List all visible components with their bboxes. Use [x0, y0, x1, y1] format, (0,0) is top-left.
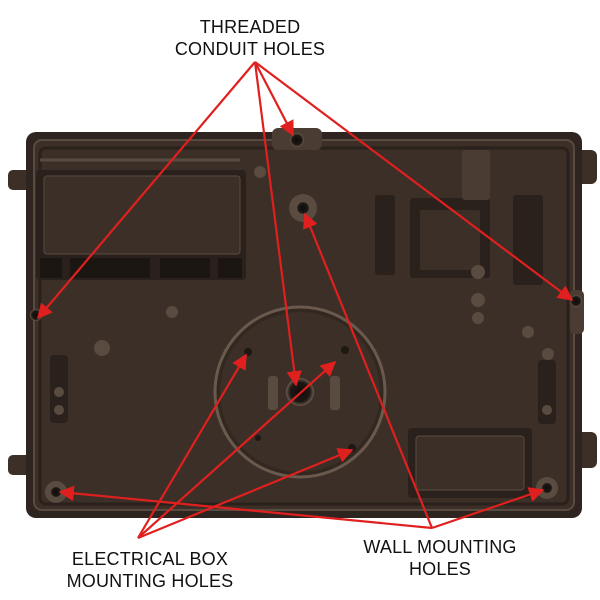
panel-plate: [43, 175, 241, 255]
boss-small-3: [166, 306, 178, 318]
label-line: MOUNTING HOLES: [66, 571, 234, 591]
boss-small-2: [94, 340, 110, 356]
label-line: CONDUIT HOLES: [174, 39, 326, 59]
arrow-ebox-1: [137, 353, 247, 539]
right-recess-inner: [420, 210, 480, 270]
label-line: HOLES: [408, 559, 472, 579]
arrow-conduit-center: [253, 61, 302, 387]
label-line: WALL MOUNTING: [363, 537, 517, 557]
bottom-right-plate: [415, 435, 525, 491]
ring-slot-right: [330, 376, 340, 410]
left-slot-boss-1: [54, 387, 64, 397]
right-slot-boss-1: [542, 348, 554, 360]
right-slot-2: [513, 195, 543, 285]
arrow-conduit-left: [37, 61, 256, 320]
label-threaded-conduit-holes: THREADED CONDUIT HOLES: [140, 16, 360, 60]
ring-slot-left: [268, 376, 278, 410]
wall-mount-hole-right: [541, 482, 553, 494]
right-boss-3: [472, 312, 484, 324]
right-vertical-slot: [538, 348, 556, 424]
panel-slot-3: [160, 258, 210, 278]
arrow-conduit-top: [254, 61, 294, 137]
conduit-hole-right: [570, 295, 582, 307]
panel-slot-2: [70, 258, 150, 278]
label-electrical-box-mounting-holes: ELECTRICAL BOX MOUNTING HOLES: [30, 548, 270, 592]
top-conduit-boss: [272, 128, 322, 150]
boss-small-4: [522, 326, 534, 338]
box-mount-hole-4: [255, 435, 261, 441]
right-slot-boss-2: [542, 405, 552, 415]
arrow-wall-left: [58, 485, 433, 530]
recessed-panel-left: [36, 158, 246, 280]
label-line: ELECTRICAL BOX: [71, 549, 229, 569]
label-line: THREADED: [199, 17, 301, 37]
boss-small-1: [254, 166, 266, 178]
arrow-ebox-2: [137, 360, 337, 539]
callout-arrows: [37, 61, 574, 540]
right-ridge: [462, 150, 490, 200]
arrow-ebox-3: [137, 448, 354, 540]
left-slot-boss-2: [54, 405, 64, 415]
panel-slot-1: [40, 258, 62, 278]
label-wall-mounting-holes: WALL MOUNTING HOLES: [320, 536, 560, 580]
panel-slot-4: [218, 258, 242, 278]
left-vertical-slot: [50, 355, 68, 423]
right-boss-2: [471, 293, 485, 307]
right-slot-1: [375, 195, 395, 275]
arrow-wall-top: [303, 212, 434, 529]
conduit-hole-top: [290, 133, 304, 147]
right-boss-1: [471, 265, 485, 279]
arrow-wall-right: [431, 487, 545, 530]
box-mount-hole-2: [341, 346, 349, 354]
arrow-conduit-right: [254, 61, 574, 301]
wall-mount-hole-top: [296, 201, 310, 215]
right-raised-pattern: [375, 150, 543, 324]
